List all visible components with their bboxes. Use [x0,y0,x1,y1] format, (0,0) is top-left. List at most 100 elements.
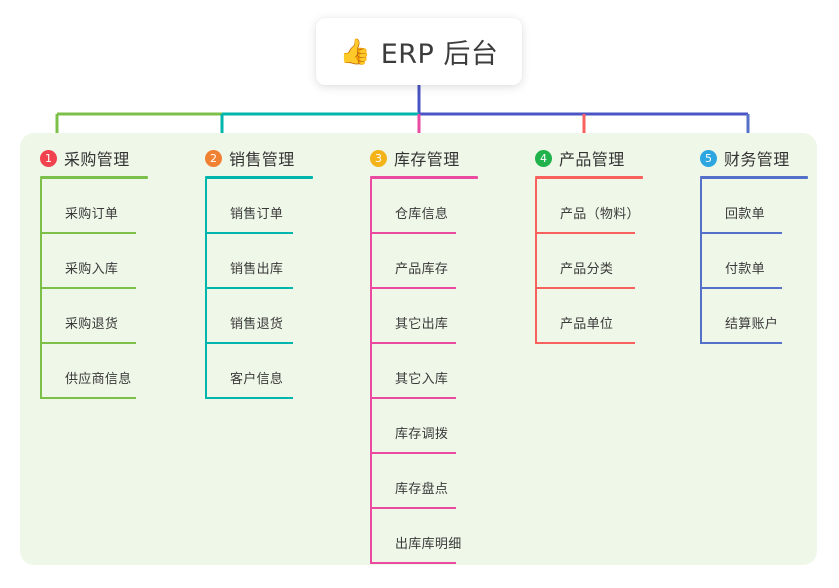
item-connector-horizontal [40,287,136,289]
branch-item[interactable]: 出库库明细 [370,509,478,564]
branch-item[interactable]: 采购订单 [40,179,148,234]
branch-item[interactable]: 客户信息 [205,344,313,399]
branch-item-label: 其它出库 [395,317,449,332]
branch-header-4[interactable]: 4 产品管理 [535,146,643,170]
branch-item[interactable]: 库存调拨 [370,399,478,454]
branch-header-5[interactable]: 5 财务管理 [700,146,808,170]
branch-item-label: 采购退货 [65,317,119,332]
branch-item-label: 产品分类 [560,262,614,277]
root-node[interactable]: 👍 ERP 后台 [316,18,522,85]
branch-header-2[interactable]: 2 销售管理 [205,146,313,170]
item-connector-vertical [40,344,42,399]
item-connector-vertical [700,289,702,344]
item-connector-vertical [370,509,372,564]
branch-item-label: 销售订单 [230,207,284,222]
item-connector-vertical [535,289,537,344]
item-connector-vertical [370,454,372,509]
branch-item[interactable]: 供应商信息 [40,344,148,399]
item-connector-vertical [700,179,702,234]
branch-item-label: 仓库信息 [395,207,449,222]
branch-item[interactable]: 采购退货 [40,289,148,344]
branch-item-label: 库存盘点 [395,482,449,497]
branch-item[interactable]: 采购入库 [40,234,148,289]
thumbs-up-icon: 👍 [339,37,371,66]
branch-title-5: 财务管理 [724,150,790,169]
item-connector-horizontal [700,287,782,289]
branch-item-label: 产品（物料） [560,207,640,222]
branch-items-1: 采购订单采购入库采购退货供应商信息 [40,179,148,399]
branch-item-label: 结算账户 [725,317,779,332]
branch-item[interactable]: 仓库信息 [370,179,478,234]
branch-item[interactable]: 其它入库 [370,344,478,399]
branch-underline-2 [205,176,313,179]
item-connector-vertical [370,344,372,399]
branch-item[interactable]: 销售出库 [205,234,313,289]
item-connector-horizontal [370,232,456,234]
branch-underline-1 [40,176,148,179]
branch-item-label: 采购订单 [65,207,119,222]
item-connector-horizontal [370,507,456,509]
item-connector-vertical [205,289,207,344]
item-connector-vertical [700,234,702,289]
item-connector-vertical [40,234,42,289]
item-connector-horizontal [40,397,136,399]
branch-column-2: 2 销售管理销售订单销售出库销售退货客户信息 [205,146,313,399]
item-connector-vertical [40,289,42,344]
branch-items-4: 产品（物料） 产品分类产品单位 [535,179,643,344]
item-connector-horizontal [700,342,782,344]
item-connector-vertical [535,234,537,289]
branch-item[interactable]: 销售订单 [205,179,313,234]
branch-item-label: 回款单 [725,207,765,222]
branch-item[interactable]: 付款单 [700,234,808,289]
branch-item-label: 销售出库 [230,262,284,277]
branch-item[interactable]: 库存盘点 [370,454,478,509]
item-connector-vertical [40,179,42,234]
branch-item[interactable]: 结算账户 [700,289,808,344]
item-connector-horizontal [700,232,782,234]
branch-item[interactable]: 回款单 [700,179,808,234]
branch-item[interactable]: 产品（物料） [535,179,643,234]
item-connector-horizontal [535,287,635,289]
branch-item-label: 采购入库 [65,262,119,277]
item-connector-vertical [535,179,537,234]
item-connector-vertical [370,179,372,234]
branch-item-label: 产品单位 [560,317,614,332]
branch-item[interactable]: 销售退货 [205,289,313,344]
branch-item-label: 客户信息 [230,372,284,387]
branch-item-label: 出库库明细 [395,537,462,552]
branch-underline-3 [370,176,478,179]
item-connector-vertical [205,179,207,234]
branch-title-2: 销售管理 [229,150,295,169]
item-connector-horizontal [535,342,635,344]
branch-items-2: 销售订单销售出库销售退货客户信息 [205,179,313,399]
item-connector-horizontal [370,342,456,344]
branch-items-3: 仓库信息产品库存其它出库其它入库库存调拨库存盘点出库库明细 [370,179,478,564]
branch-underline-4 [535,176,643,179]
item-connector-horizontal [370,562,456,564]
branch-item[interactable]: 产品单位 [535,289,643,344]
branch-item-label: 库存调拨 [395,427,449,442]
branch-item[interactable]: 其它出库 [370,289,478,344]
branch-item-label: 付款单 [725,262,765,277]
branch-badge-2: 2 [205,149,222,167]
branch-item[interactable]: 产品分类 [535,234,643,289]
branches-panel [20,133,817,565]
branch-badge-4: 4 [535,149,552,167]
branch-column-4: 4 产品管理产品（物料） 产品分类产品单位 [535,146,643,344]
branch-title-3: 库存管理 [394,150,460,169]
branch-item[interactable]: 产品库存 [370,234,478,289]
branch-item-label: 其它入库 [395,372,449,387]
item-connector-vertical [205,234,207,289]
branch-title-4: 产品管理 [559,150,625,169]
item-connector-vertical [205,344,207,399]
item-connector-horizontal [535,232,635,234]
root-node-title: ERP 后台 [380,39,499,70]
branch-badge-5: 5 [700,149,717,167]
item-connector-horizontal [205,287,293,289]
item-connector-horizontal [370,452,456,454]
